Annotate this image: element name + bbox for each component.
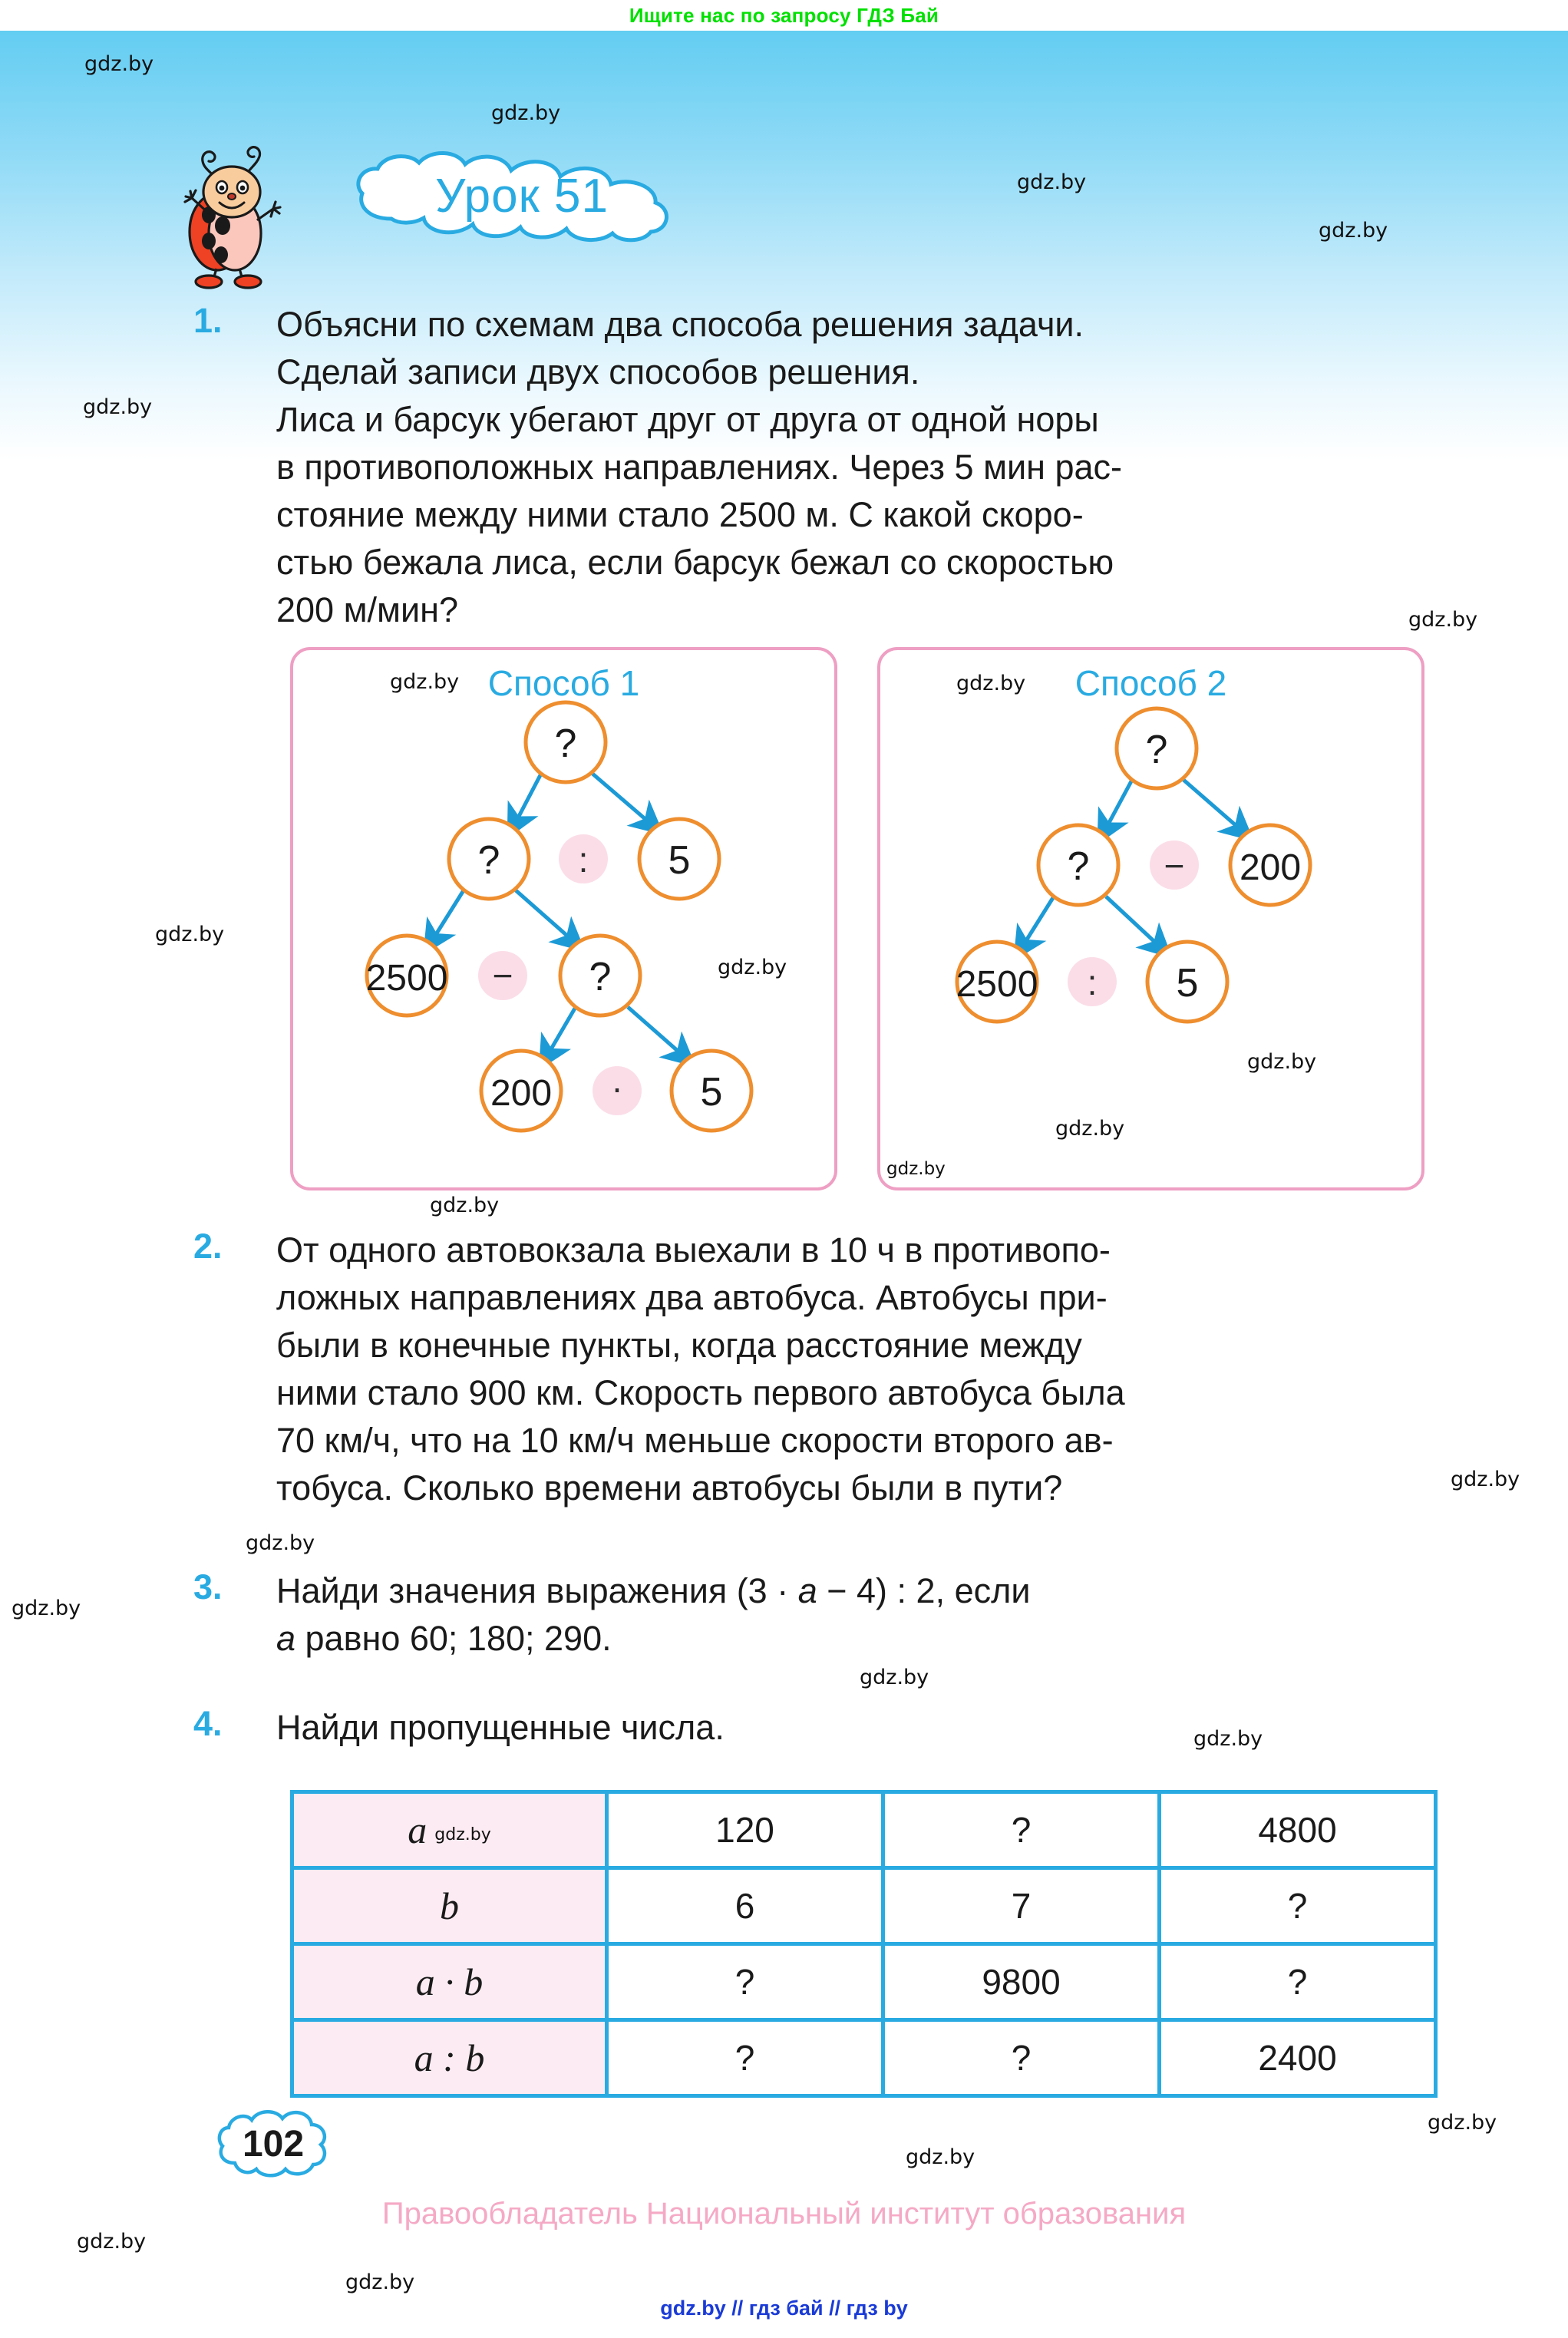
table-cell: 6 [605,1866,885,1946]
scheme-1-diagram: ? ? 5 2500 ? 200 5 : − · [365,700,754,1133]
task-1-line-2: Сделай записи двух способов решения. [276,352,920,391]
task-4-line-1: Найди пропущенные числа. [276,1708,725,1747]
scheme-1-node-5-label: ? [589,955,612,999]
task-1-line-5: стояние между ними стало 2500 м. С какой… [276,495,1084,534]
task-3: 3. Найди значения выражения (3 · a − 4) … [193,1567,1498,1663]
table-row-header: b [290,1866,609,1946]
scheme-2-node-2-label: ? [1068,844,1090,889]
lesson-title-cloud: Урок 51 [338,146,706,246]
task-1-number: 1. [193,301,223,340]
scheme-1-node-6-label: 200 [490,1073,552,1114]
table-cell: 7 [881,1866,1161,1946]
page-number-cloud: 102 [212,2103,335,2184]
scheme-1-operator-multiply: · [611,1068,622,1108]
task-1-text: Объясни по схемам два способа решения за… [276,301,1498,634]
table-cell: ? [1157,1866,1438,1946]
table-cell: ? [881,1790,1161,1870]
copyright-notice: Правообладатель Национальный институт об… [381,2197,1187,2231]
promo-banner-text: Ищите нас по запросу ГДЗ Бай [629,4,939,27]
task-3-line-2: a равно 60; 180; 290. [276,1619,612,1658]
scheme-1-node-7-label: 5 [701,1070,723,1115]
task-3-number: 3. [193,1567,223,1607]
missing-numbers-table: a gdz.by 120 ? 4800 b 6 7 ? a · b ? 9800 … [290,1790,1438,2098]
scheme-1-node-2-label: ? [478,838,500,883]
watermark-gdz: gdz.by [860,1666,929,1689]
scheme-1-node-3-label: 5 [668,838,691,883]
table-cell: ? [881,2018,1161,2098]
task-2-line-3: были в конечные пункты, когда расстояние… [276,1326,1082,1365]
scheme-2-node-1-label: ? [1146,728,1168,772]
task-2-text: От одного автовокзала выехали в 10 ч в п… [276,1227,1498,1512]
table-row: b 6 7 ? [290,1866,1438,1946]
watermark-gdz: gdz.by [12,1597,81,1620]
task-1-line-6: стью бежала лиса, если барсук бежал со с… [276,543,1114,582]
scheme-box-method-1: Способ 1 [290,647,837,1190]
task-2-number: 2. [193,1227,223,1266]
scheme-1-title: Способ 1 [487,663,640,703]
scheme-2-node-4-label: 2500 [956,964,1038,1005]
scheme-box-method-2: Способ 2 [877,647,1424,1190]
task-2-line-4: ними стало 900 км. Скорость первого авто… [276,1373,1125,1412]
sky-gradient-background [0,31,1568,461]
table-row-header: a : b [290,2018,609,2098]
task-2-line-6: тобуса. Сколько времени автобусы были в … [276,1468,1063,1507]
scheme-2-node-3-label: 200 [1240,847,1301,888]
task-1-line-1: Объясни по схемам два способа решения за… [276,305,1084,344]
task-4: 4. Найди пропущенные числа. [193,1704,1498,1752]
task-2-line-1: От одного автовокзала выехали в 10 ч в п… [276,1230,1111,1270]
lesson-title-text: Урок 51 [435,169,609,223]
task-1: 1. Объясни по схемам два способа решения… [193,301,1498,634]
table-row-header: a gdz.by [290,1790,609,1870]
task-2-line-5: 70 км/ч, что на 10 км/ч меньше скорости … [276,1421,1114,1460]
table-cell: 2400 [1157,2018,1438,2098]
watermark-gdz: gdz.by [430,1194,500,1217]
task-2-line-2: ложных направлениях два автобуса. Автобу… [276,1278,1108,1317]
scheme-2-operator-minus: − [1164,846,1185,886]
table-cell: ? [1157,1942,1438,2022]
table-cell: ? [605,2018,885,2098]
table-cell: 9800 [881,1942,1161,2022]
table-cell: 4800 [1157,1790,1438,1870]
task-4-number: 4. [193,1704,223,1743]
scheme-1-operator-divide: : [579,840,589,880]
scheme-2-node-5-label: 5 [1177,961,1199,1006]
task-2: 2. От одного автовокзала выехали в 10 ч … [193,1227,1498,1512]
watermark-gdz: gdz.by [246,1531,315,1555]
task-1-line-4: в противоположных направлениях. Через 5 … [276,447,1123,487]
task-3-text: Найди значения выражения (3 · a − 4) : 2… [276,1567,1498,1663]
scheme-1-node-4-label: 2500 [366,958,448,999]
ladybug-mascot-icon [175,140,286,293]
task-1-line-3: Лиса и барсук убегают друг от друга от о… [276,400,1099,439]
table-row: a · b ? 9800 ? [290,1942,1438,2022]
watermark-gdz: gdz.by [77,2230,147,2254]
scheme-1-node-1-label: ? [555,722,577,766]
table-row-header: a · b [290,1942,609,2022]
watermark-gdz: gdz.by [345,2270,415,2294]
table-row: a gdz.by 120 ? 4800 [290,1790,1438,1870]
task-3-line-1: Найди значения выражения (3 · a − 4) : 2… [276,1571,1031,1610]
table-header-watermark: gdz.by [434,1825,491,1844]
bottom-links-text: gdz.by // гдз бай // гдз by [660,2297,908,2320]
scheme-2-diagram: ? ? 200 2500 5 − : [955,706,1312,1024]
watermark-gdz: gdz.by [906,2145,975,2169]
watermark-gdz: gdz.by [1428,2111,1497,2135]
scheme-2-operator-divide: : [1088,963,1098,1002]
table-row-header-label: a [408,1808,427,1851]
table-cell: 120 [605,1790,885,1870]
scheme-2-title: Способ 2 [1074,663,1227,703]
task-1-line-7: 200 м/мин? [276,590,458,629]
watermark-gdz: gdz.by [155,923,225,946]
promo-banner: Ищите нас по запросу ГДЗ Бай [0,0,1568,31]
table-cell: ? [605,1942,885,2022]
page-number-text: 102 [242,2123,305,2165]
task-4-text: Найди пропущенные числа. [276,1704,1498,1752]
table-row: a : b ? ? 2400 [290,2018,1438,2098]
scheme-1-operator-minus: − [493,956,513,996]
